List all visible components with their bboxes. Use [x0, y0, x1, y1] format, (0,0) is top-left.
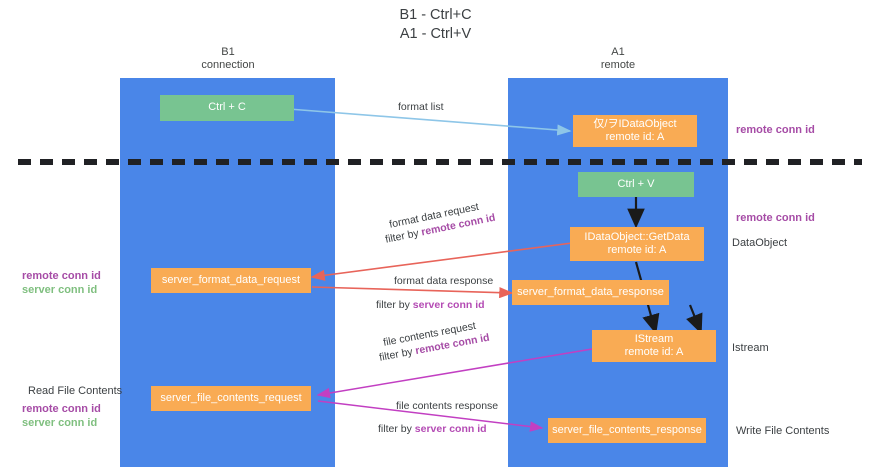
annotation-read-file-contents: Read File Contents — [28, 385, 123, 397]
edge-label-format-data-response: format data response — [394, 275, 494, 287]
box-istream[interactable]: IStream remote id: A — [592, 330, 716, 362]
server-conn-id-text-2: server conn id — [414, 423, 487, 435]
filter-by-text-4: filter by — [378, 423, 415, 435]
lane-header-a1: A1 remote — [600, 46, 636, 71]
box-ctrl-v[interactable]: Ctrl + V — [578, 172, 694, 197]
box-server-file-contents-response[interactable]: server_file_contents_response — [548, 418, 706, 443]
annotation-dataobject: DataObject — [732, 237, 788, 249]
legend-remote-conn-id-2: remote conn id — [22, 403, 101, 415]
legend-remote-conn-id-1: remote conn id — [22, 270, 101, 282]
edge-label-file-contents-response: file contents response — [396, 400, 499, 412]
annotation-remote-conn-id-top: remote conn id — [736, 124, 815, 136]
box-ctrl-c[interactable]: Ctrl + C — [160, 95, 294, 121]
box-server-format-data-response[interactable]: server_format_data_response — [512, 280, 669, 305]
page-title: B1 - Ctrl+C A1 - Ctrl+V — [399, 7, 472, 42]
box-server-file-contents-request[interactable]: server_file_contents_request — [151, 386, 311, 411]
filter-by-text-2: filter by — [376, 299, 413, 311]
edge-label-filter-server-2: filter by server conn id — [378, 422, 487, 436]
box-idataobject[interactable]: 仅/ヲIDataObject remote id: A — [573, 115, 697, 147]
lane-header-b1: B1 connection — [201, 46, 255, 71]
edge-label-filter-server-1: filter by server conn id — [376, 298, 485, 312]
server-conn-id-text-1: server conn id — [412, 299, 485, 311]
edge-label-format-list: format list — [398, 101, 444, 113]
annotation-remote-conn-id-mid: remote conn id — [736, 212, 815, 224]
annotation-write-file-contents: Write File Contents — [736, 425, 830, 437]
legend-server-conn-id-1: server conn id — [22, 284, 98, 296]
annotation-istream: Istream — [732, 342, 769, 354]
box-server-format-data-request[interactable]: server_format_data_request — [151, 268, 311, 293]
legend-server-conn-id-2: server conn id — [22, 417, 98, 429]
box-idataobject-getdata[interactable]: IDataObject::GetData remote id: A — [570, 227, 704, 261]
